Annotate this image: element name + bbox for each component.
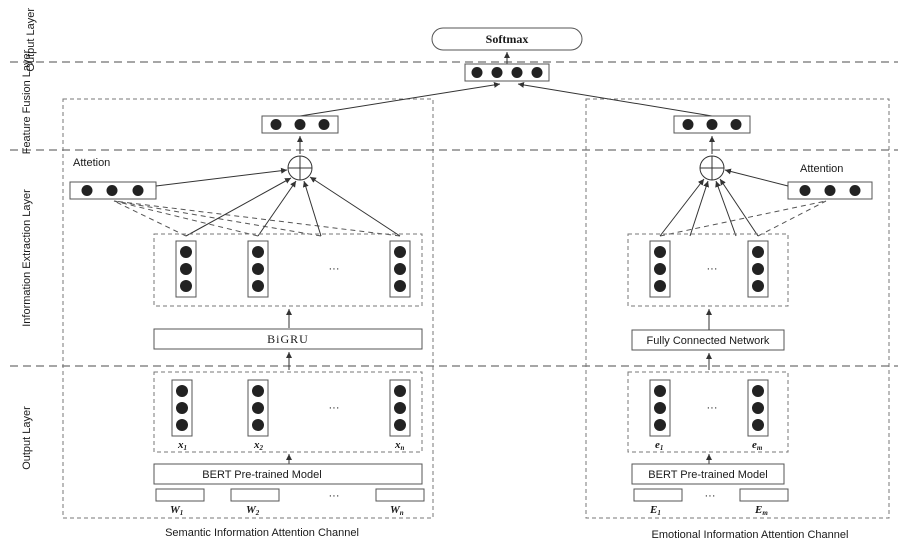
token-label-em: em — [752, 439, 763, 452]
token-label-e1: e1 — [655, 439, 663, 452]
ellipsis: ··· — [707, 402, 718, 414]
word-label-w2: W2 — [246, 504, 260, 517]
token-label-xn: xn — [394, 439, 405, 452]
emotional-attention-label: Attention — [800, 163, 843, 175]
semantic-attention-links — [113, 200, 401, 237]
fully-connected-label: Fully Connected Network — [647, 335, 770, 347]
bigru-label: BiGRU — [267, 332, 309, 346]
semantic-channel-title: Semantic Information Attention Channel — [165, 527, 359, 539]
layer-label-output-bottom: Output Layer — [21, 406, 33, 470]
semantic-hidden-state-column — [247, 240, 269, 298]
emotion-label-E1: E1 — [649, 504, 661, 517]
semantic-weighted-sum-icon — [287, 155, 313, 181]
ellipsis: ··· — [329, 402, 340, 414]
fusion-vector — [464, 63, 550, 82]
semantic-bert-box — [153, 463, 423, 485]
semantic-token-vector — [171, 379, 193, 437]
semantic-attention-label: Attetion — [73, 157, 110, 169]
emotion-input-box — [633, 488, 683, 502]
emotional-hidden-state-column — [747, 240, 769, 298]
token-label-x1: x1 — [177, 439, 187, 452]
emotional-hidden-state-column — [649, 240, 671, 298]
semantic-hidden-states — [153, 233, 423, 307]
semantic-hidden-state-column — [175, 240, 197, 298]
layer-label-feature-fusion: Feature Fusion Layer — [21, 49, 33, 154]
word-input-box — [375, 488, 425, 502]
bigru-box — [153, 328, 423, 350]
semantic-bert-label: BERT Pre-trained Model — [202, 469, 321, 481]
semantic-attention-vector — [69, 181, 157, 200]
emotional-hidden-states — [627, 233, 789, 307]
semantic-channel-box — [62, 98, 434, 519]
emotional-bert-label: BERT Pre-trained Model — [648, 469, 767, 481]
semantic-hidden-state-column — [389, 240, 411, 298]
emotional-bert-box — [631, 463, 785, 485]
emotional-attention-links — [659, 200, 827, 237]
ellipsis: ··· — [707, 263, 718, 275]
semantic-token-vector — [389, 379, 411, 437]
softmax-label: Softmax — [486, 32, 529, 46]
softmax-node — [431, 27, 583, 51]
semantic-bert-outputs — [153, 371, 423, 453]
word-input-box — [230, 488, 280, 502]
token-label-x2: x2 — [253, 439, 264, 452]
word-input-box — [155, 488, 205, 502]
ellipsis: ··· — [705, 490, 716, 502]
emotion-label-Em: Em — [754, 504, 768, 517]
emotional-attention-vector — [787, 181, 873, 200]
layer-label-output-top: Output Layer — [25, 8, 37, 72]
word-label-wn: Wn — [390, 504, 404, 517]
semantic-token-vector — [247, 379, 269, 437]
ellipsis: ··· — [329, 263, 340, 275]
emotional-output-vector — [673, 115, 751, 134]
semantic-output-vector — [261, 115, 339, 134]
emotional-token-vector — [747, 379, 769, 437]
emotional-channel-box — [585, 98, 890, 519]
ellipsis: ··· — [329, 490, 340, 502]
emotional-channel-title: Emotional Information Attention Channel — [652, 529, 849, 541]
emotional-weighted-sum-icon — [699, 155, 725, 181]
layer-label-information-extraction: Information Extraction Layer — [21, 189, 33, 327]
emotion-input-box — [739, 488, 789, 502]
word-label-w1: W1 — [170, 504, 183, 517]
emotional-bert-outputs — [627, 371, 789, 453]
fully-connected-box — [631, 329, 785, 351]
emotional-token-vector — [649, 379, 671, 437]
